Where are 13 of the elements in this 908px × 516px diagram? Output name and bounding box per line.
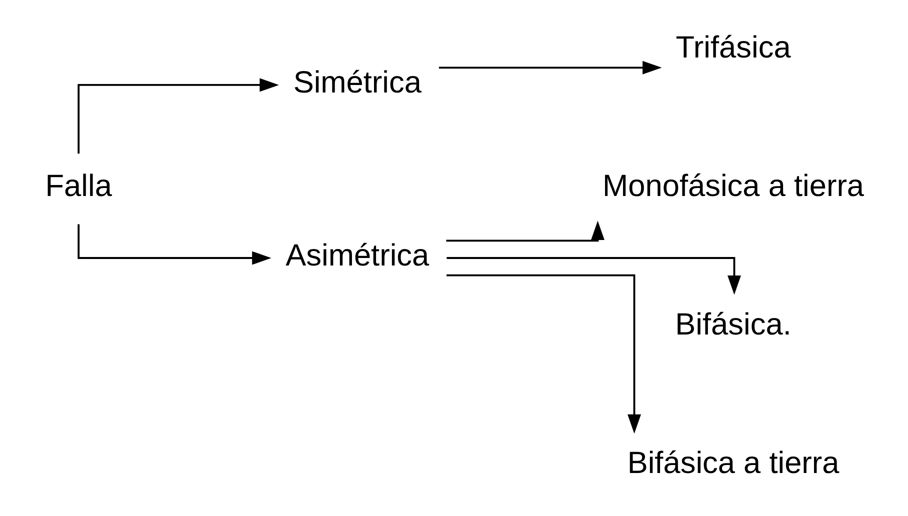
- node-text: Monofásica a tierra: [602, 168, 864, 204]
- node-text: Asimétrica: [285, 237, 429, 272]
- arrow: [446, 257, 740, 295]
- node-text: Falla: [44, 168, 112, 204]
- node-text: Bifásica a tierra: [626, 444, 839, 480]
- arrow: [77, 78, 278, 154]
- node-text: Trifásica: [675, 30, 790, 65]
- arrow: [446, 220, 604, 242]
- arrow: [77, 224, 271, 265]
- node-text: Simétrica: [292, 64, 421, 100]
- node-text: Bifásica.: [674, 306, 791, 342]
- arrow: [446, 274, 641, 434]
- arrow: [438, 60, 662, 74]
